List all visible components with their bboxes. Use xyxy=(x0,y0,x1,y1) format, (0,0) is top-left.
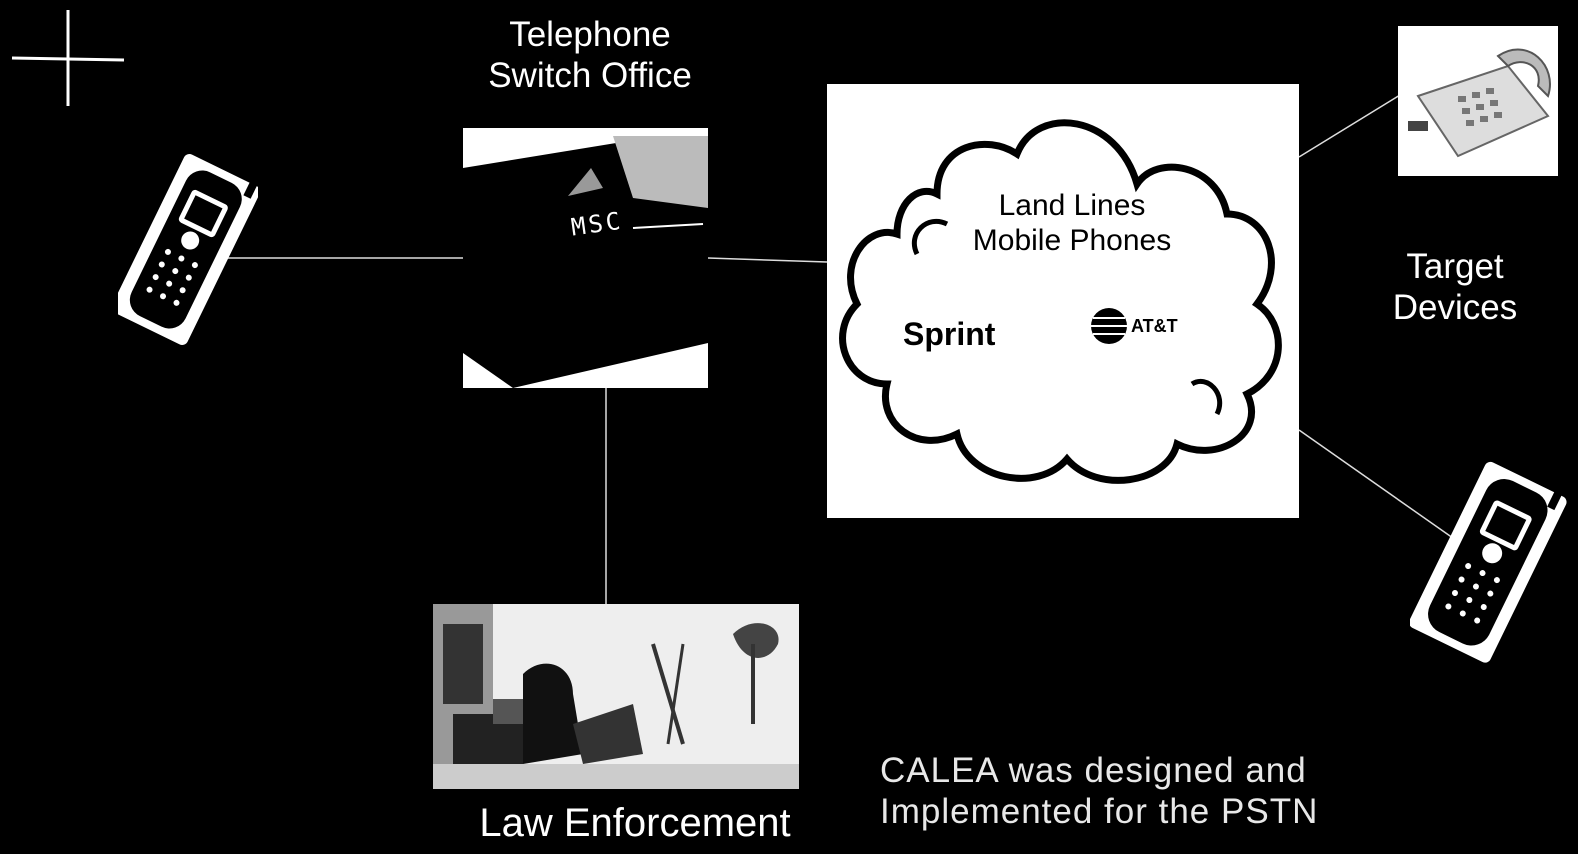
law-enforcement-label: Law Enforcement xyxy=(479,801,791,845)
cloud-label: Land Lines Mobile Phones xyxy=(942,188,1202,259)
sprint-logo: Sprint xyxy=(903,316,996,352)
switch-office-label: Telephone Switch Office xyxy=(440,14,740,97)
switch-office-label-line1: Telephone xyxy=(509,15,671,54)
target-devices-label-line1: Target xyxy=(1406,247,1504,286)
msc-switch-image: MSC xyxy=(463,128,708,388)
network-cloud-panel: Land Lines Mobile Phones Sprint AT&T xyxy=(827,84,1299,518)
target-devices-label-line2: Devices xyxy=(1392,288,1518,328)
crosshair-icon xyxy=(11,10,125,106)
target-devices-label: Target Devices xyxy=(1370,246,1540,329)
link-cloud-to-target-mobile xyxy=(1298,429,1471,551)
calea-caption-line1: CALEA was designed and xyxy=(880,751,1307,790)
link-cloud-to-deskphone xyxy=(1298,94,1401,158)
cloud-label-line1: Land Lines xyxy=(998,189,1146,222)
calea-caption-line2: Implemented for the PSTN xyxy=(880,792,1319,832)
cloud-label-line2: Mobile Phones xyxy=(972,224,1172,258)
switch-office-label-line2: Switch Office xyxy=(488,56,692,96)
link-switch-to-cloud xyxy=(707,257,828,263)
law-enforcement-photo xyxy=(433,604,799,789)
mobile-phone-icon xyxy=(1410,461,1569,663)
att-globe-icon xyxy=(1091,308,1127,344)
mobile-phone-icon xyxy=(118,154,258,345)
cloud-icon xyxy=(839,119,1282,484)
calea-caption: CALEA was designed and Implemented for t… xyxy=(880,750,1360,833)
att-logo: AT&T xyxy=(1089,306,1178,346)
desk-phone-icon xyxy=(1398,26,1558,176)
att-logo-text: AT&T xyxy=(1131,315,1178,336)
